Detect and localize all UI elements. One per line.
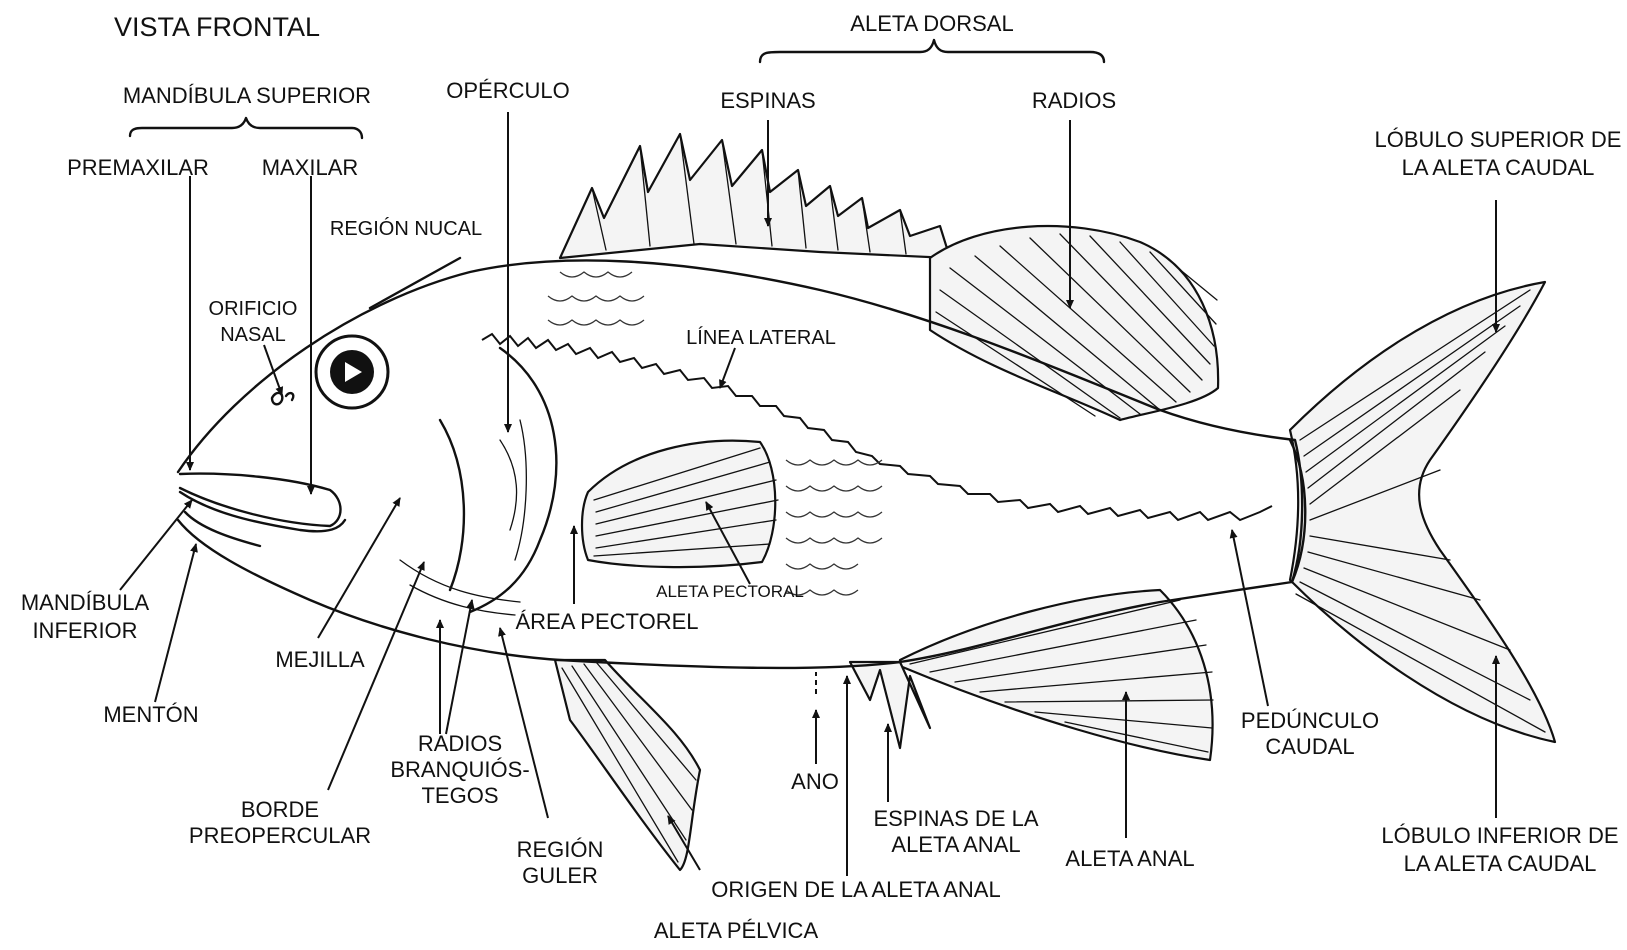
label-borde-preopercular-1: BORDE xyxy=(241,797,319,822)
label-mandibula-superior: MANDÍBULA SUPERIOR xyxy=(123,83,371,108)
label-pedunculo-caudal-1: PEDÚNCULO xyxy=(1241,708,1379,733)
dorsal-fin-brace xyxy=(760,40,1104,62)
label-espinas: ESPINAS xyxy=(720,88,815,113)
upper-jaw xyxy=(180,474,341,526)
label-menton: MENTÓN xyxy=(103,702,198,727)
label-orificio-nasal-2: NASAL xyxy=(220,324,286,346)
fish-illustration xyxy=(178,134,1555,870)
label-aleta-pectoral: ALETA PECTORAL xyxy=(656,582,804,601)
label-aleta-pelvica: ALETA PÉLVICA xyxy=(654,918,819,943)
label-borde-preopercular-2: PREOPERCULAR xyxy=(189,823,371,848)
anal-fin xyxy=(850,590,1213,760)
nuchal-region-bar xyxy=(370,258,460,308)
label-origen-aleta-anal: ORIGEN DE LA ALETA ANAL xyxy=(711,877,1000,902)
label-premaxilar: PREMAXILAR xyxy=(67,155,209,180)
label-radios: RADIOS xyxy=(1032,88,1116,113)
title-vista-frontal: VISTA FRONTAL xyxy=(114,12,320,42)
label-radios-branquiostegos-3: TEGOS xyxy=(421,783,498,808)
label-lobulo-inferior-2: LA ALETA CAUDAL xyxy=(1404,851,1597,876)
label-mandibula-inferior-2: INFERIOR xyxy=(32,618,137,643)
label-mandibula-inferior-1: MANDÍBULA xyxy=(21,590,150,615)
pectoral-fin xyxy=(582,441,778,567)
label-mejilla: MEJILLA xyxy=(275,647,365,672)
label-lobulo-superior-2: LA ALETA CAUDAL xyxy=(1402,155,1595,180)
label-orificio-nasal-1: ORIFICIO xyxy=(209,298,298,320)
spiny-dorsal-fin xyxy=(560,134,950,258)
label-pedunculo-caudal-2: CAUDAL xyxy=(1265,734,1354,759)
caudal-fin xyxy=(1290,282,1555,742)
label-espinas-aleta-anal-2: ALETA ANAL xyxy=(891,832,1020,857)
label-aleta-dorsal: ALETA DORSAL xyxy=(850,11,1013,36)
label-radios-branquiostegos-2: BRANQUIÓS- xyxy=(390,757,529,782)
label-maxilar: MAXILAR xyxy=(262,155,359,180)
label-aleta-anal: ALETA ANAL xyxy=(1065,846,1194,871)
head-details xyxy=(180,336,556,615)
label-region-guler-1: REGIÓN xyxy=(517,837,604,862)
label-lobulo-inferior-1: LÓBULO INFERIOR DE xyxy=(1381,823,1618,848)
label-radios-branquiostegos-1: RADIOS xyxy=(418,731,502,756)
label-linea-lateral: LÍNEA LATERAL xyxy=(686,326,836,349)
label-ano: ANO xyxy=(791,769,839,794)
label-operculo: OPÉRCULO xyxy=(446,78,569,103)
label-region-guler-2: GULER xyxy=(522,863,598,888)
upper-jaw-brace xyxy=(130,118,362,138)
soft-dorsal-fin xyxy=(930,226,1218,420)
label-area-pectorel: ÁREA PECTOREL xyxy=(516,609,699,634)
label-lobulo-superior-1: LÓBULO SUPERIOR DE xyxy=(1375,127,1622,152)
label-espinas-aleta-anal-1: ESPINAS DE LA xyxy=(873,806,1038,831)
label-region-nucal: REGIÓN NUCAL xyxy=(330,217,482,240)
